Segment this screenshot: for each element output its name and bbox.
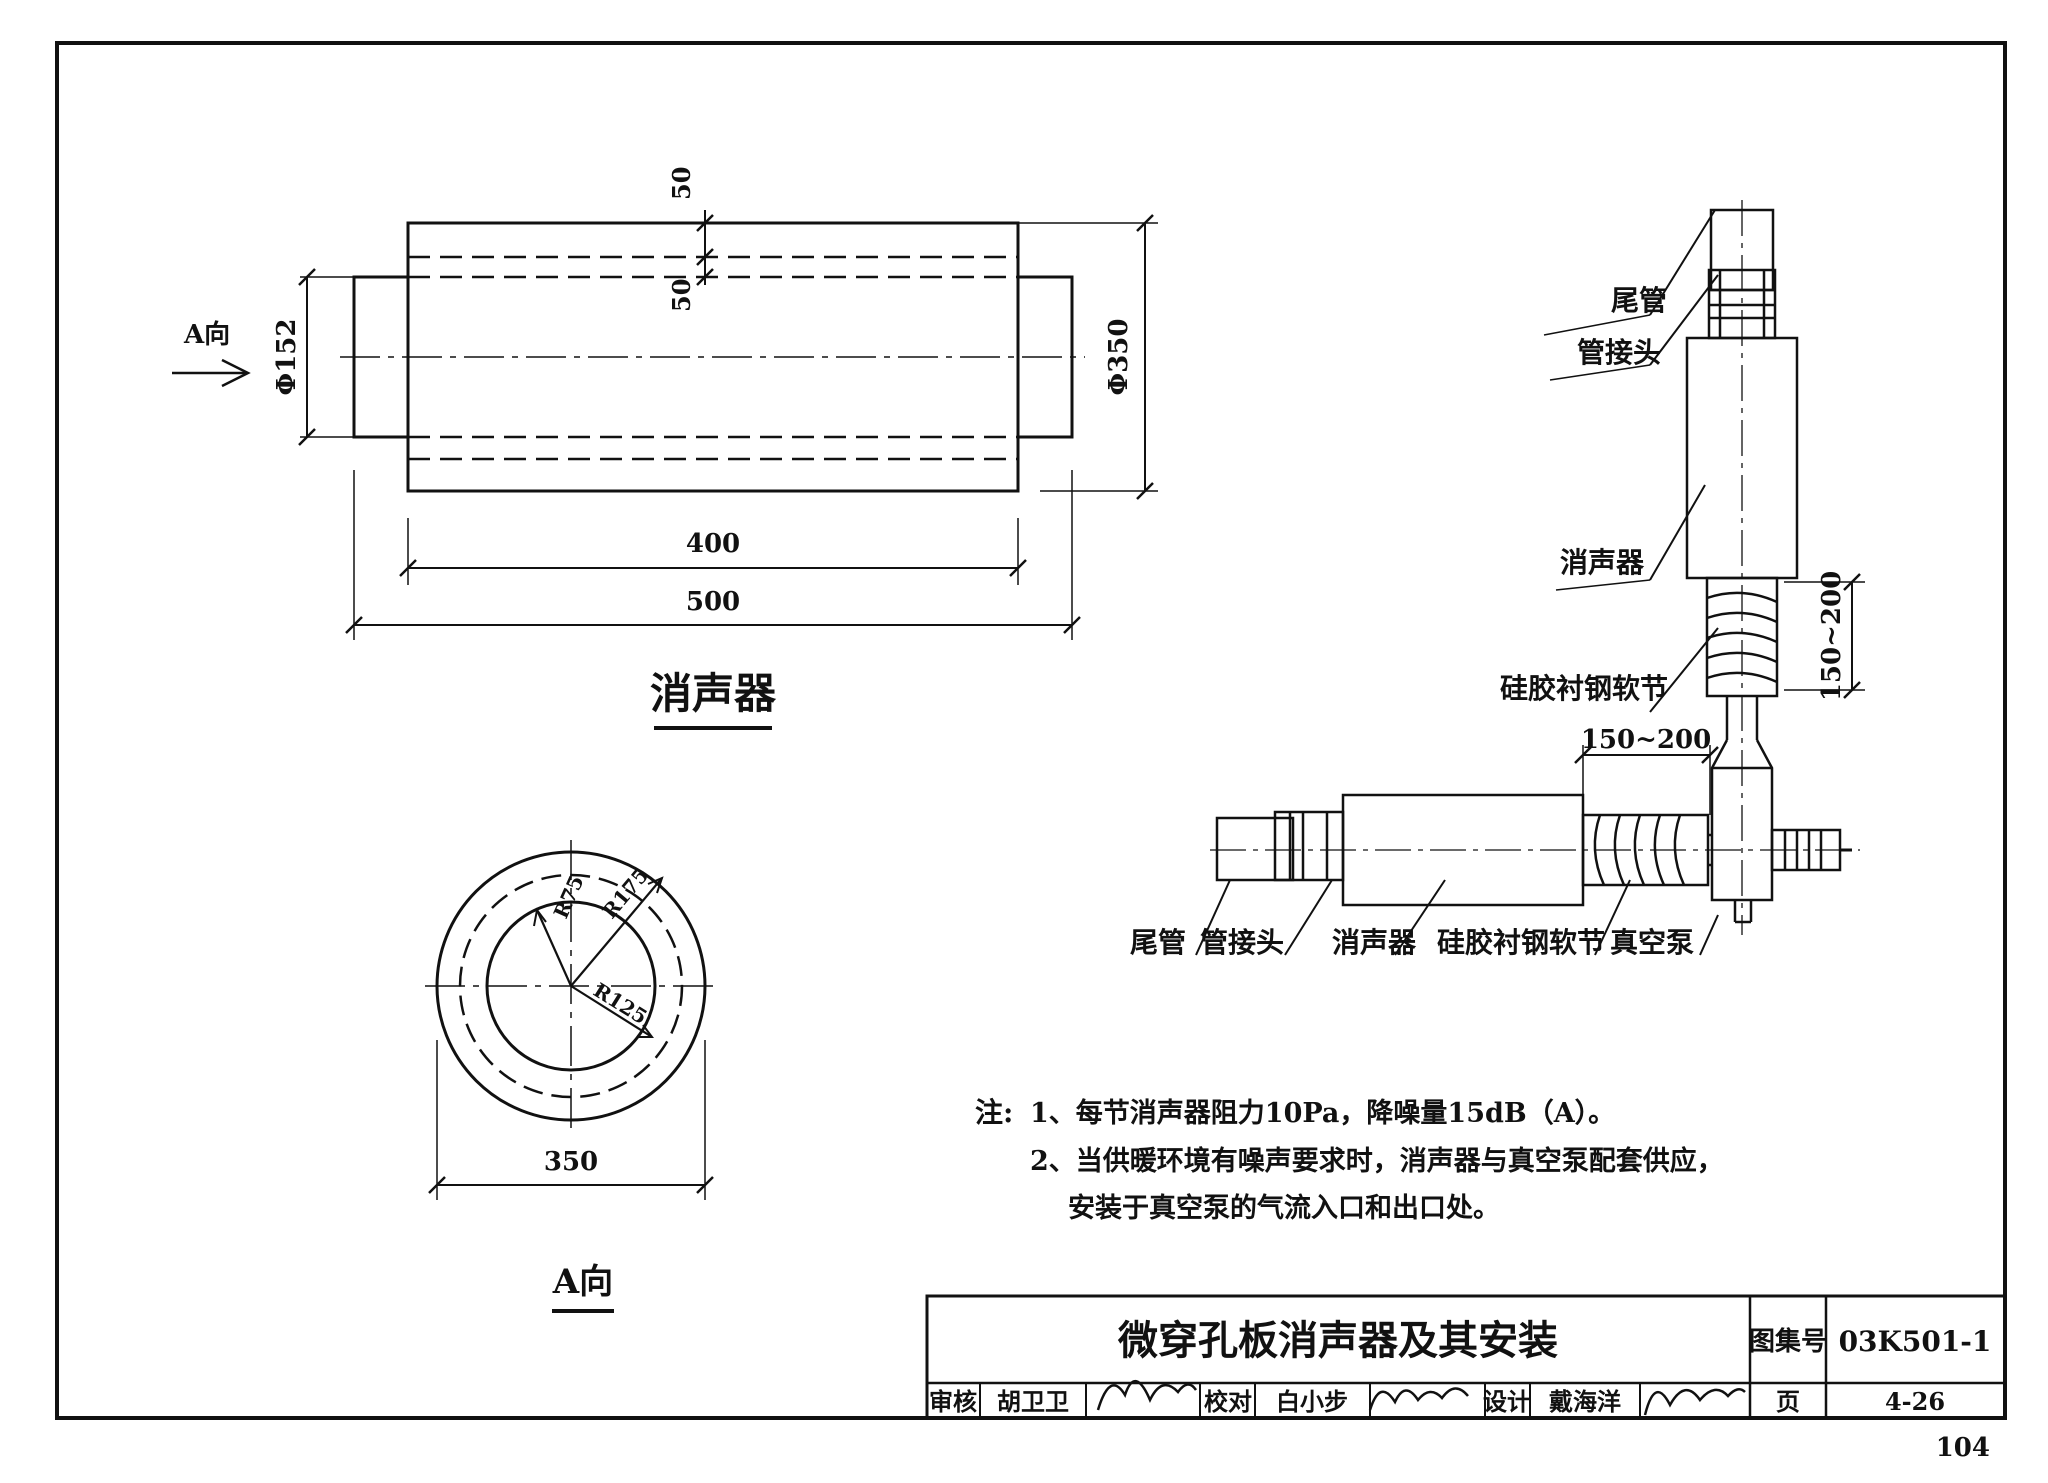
label-v-muffler: 消声器 bbox=[1560, 546, 1645, 579]
horizontal-coupling bbox=[1273, 810, 1345, 882]
label-v-hose: 硅胶衬钢软节 bbox=[1500, 672, 1668, 705]
design-label: 设计 bbox=[1483, 1387, 1531, 1416]
horizontal-tail-pipe bbox=[1215, 816, 1295, 882]
drawing-border bbox=[55, 41, 2007, 1420]
installation-view bbox=[1195, 200, 1865, 956]
designer-name: 戴海洋 bbox=[1549, 1387, 1621, 1416]
label-h-coupling: 管接头 bbox=[1200, 926, 1284, 959]
checker-name: 白小步 bbox=[1276, 1387, 1348, 1416]
title-block bbox=[925, 1294, 2007, 1420]
label-v-hose-len: 150~200 bbox=[1817, 571, 1847, 701]
dim-total-len: 500 bbox=[686, 587, 740, 617]
note-line-1: 1、每节消声器阻力10Pa，降噪量15dB（A）。 bbox=[1030, 1097, 1615, 1129]
atlas-label: 图集号 bbox=[1749, 1326, 1827, 1357]
label-h-tail-pipe: 尾管 bbox=[1130, 926, 1186, 959]
atlas-number: 03K501-1 bbox=[1839, 1325, 1992, 1358]
reviewer-name: 胡卫卫 bbox=[997, 1387, 1069, 1416]
radius-r75: R75 bbox=[549, 872, 589, 922]
reviewer-signature bbox=[1096, 1380, 1198, 1411]
sheet-page-number: 104 bbox=[1936, 1433, 1990, 1463]
end-view bbox=[425, 840, 718, 1313]
perforated-plate-lines bbox=[408, 255, 1018, 461]
checker-signature bbox=[1368, 1387, 1469, 1411]
label-v-tail-pipe: 尾管 bbox=[1611, 284, 1667, 317]
notes-prefix: 注: bbox=[975, 1096, 1013, 1129]
view-direction-label: A向 bbox=[183, 319, 230, 350]
dim-outer-dia: Φ350 bbox=[1104, 319, 1134, 396]
horizontal-hose bbox=[1581, 813, 1710, 887]
radius-r175: R175 bbox=[597, 863, 653, 923]
label-h-muffler: 消声器 bbox=[1332, 926, 1417, 959]
muffler-title: 消声器 bbox=[650, 669, 777, 718]
label-h-hose-len: 150~200 bbox=[1581, 725, 1711, 755]
check-label: 校对 bbox=[1204, 1387, 1252, 1416]
dim-wall-1: 50 bbox=[667, 167, 696, 200]
label-h-pump: 真空泵 bbox=[1610, 926, 1694, 959]
end-view-width: 350 bbox=[544, 1147, 598, 1177]
note-line-2: 2、当供暖环境有噪声要求时，消声器与真空泵配套供应， bbox=[1030, 1145, 1724, 1177]
dim-body-len: 400 bbox=[686, 529, 740, 559]
label-h-hose: 硅胶衬钢软节 bbox=[1437, 926, 1605, 959]
muffler-top-view bbox=[172, 210, 1158, 730]
dim-pipe-dia: Φ152 bbox=[272, 319, 302, 396]
label-v-coupling: 管接头 bbox=[1577, 336, 1661, 369]
designer-signature bbox=[1643, 1388, 1746, 1416]
view-direction-arrow-icon bbox=[172, 358, 251, 388]
page-code: 4-26 bbox=[1885, 1387, 1945, 1416]
drawing-title: 微穿孔板消声器及其安装 bbox=[1117, 1317, 1558, 1364]
dim-wall-2: 50 bbox=[667, 279, 696, 312]
page-label: 页 bbox=[1776, 1387, 1800, 1416]
end-view-title: A向 bbox=[552, 1262, 613, 1302]
review-label: 审核 bbox=[929, 1387, 977, 1416]
note-line-3: 安装于真空泵的气流入口和出口处。 bbox=[1068, 1192, 1500, 1224]
